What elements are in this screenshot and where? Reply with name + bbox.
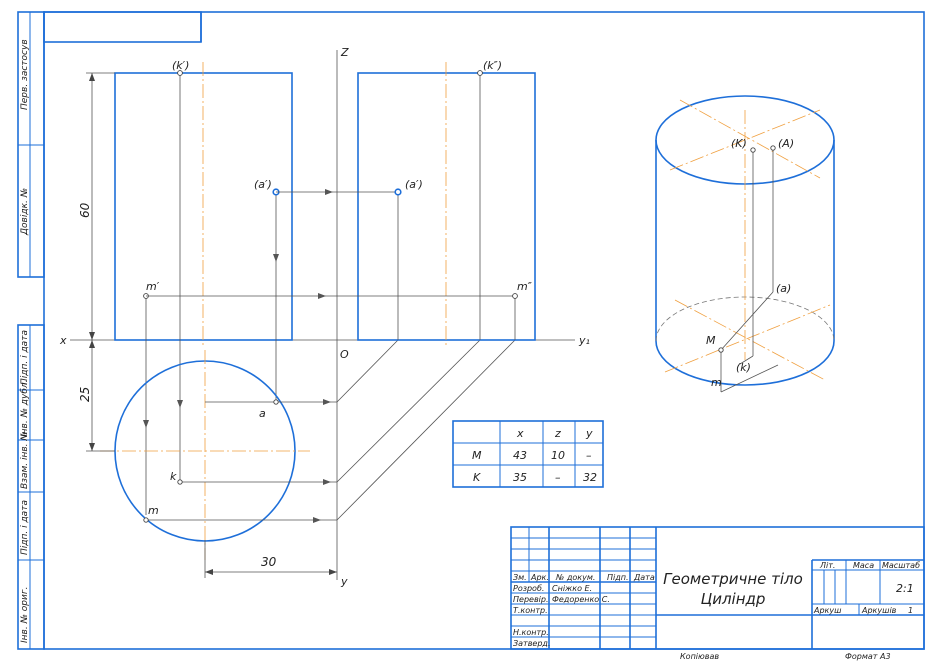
title-col-header: Підп. — [607, 573, 629, 582]
dimension-width: 30 — [261, 555, 277, 569]
side-stamp-label: Інв. № дубл. — [20, 380, 30, 438]
axis-z-label: Z — [340, 46, 349, 59]
table-cell: 43 — [513, 449, 527, 462]
format-label: Формат — [845, 652, 878, 661]
coordinates-table: x z y M 43 10 – K 35 – 32 — [452, 420, 604, 488]
sheets-count: 1 — [908, 606, 913, 615]
isometric-cylinder: (K) (A) (a) M (k) m — [655, 95, 835, 393]
side-stamp-label: Довідк. № — [20, 188, 30, 236]
iso-label-m: m — [711, 376, 722, 389]
point-label-m2: m′ — [146, 280, 160, 293]
projection-axes: x Z y₁ y O — [59, 46, 590, 588]
title-col-header: Зм. — [513, 573, 527, 582]
point-label-m1: m — [148, 504, 159, 517]
side-stamp-label: Підп. і дата — [20, 330, 30, 385]
title-col-header: Дата — [633, 573, 655, 582]
title-name: Федоренко С. — [552, 595, 610, 604]
iso-label-A: (A) — [778, 137, 794, 150]
table-cell: K — [473, 471, 481, 484]
table-cell: M — [472, 449, 482, 462]
iso-label-M: M — [706, 334, 716, 347]
side-stamp-label: Перв. застосув — [20, 39, 30, 110]
scale-label: Масштаб — [882, 561, 920, 570]
dimension-height: 60 — [78, 202, 92, 218]
scale-value: 2:1 — [896, 582, 914, 595]
table-header-z: z — [554, 427, 561, 440]
table-cell: – — [555, 471, 561, 484]
copied-label: Копіював — [680, 652, 719, 661]
point-label-a3: (a′) — [405, 178, 423, 191]
title-role: Розроб. — [513, 584, 544, 593]
top-view: a k m — [100, 350, 337, 560]
mass-label: Маса — [853, 561, 874, 570]
drawing-title-line2: Циліндр — [701, 590, 766, 608]
table-cell: – — [586, 449, 592, 462]
axis-y-label: y — [340, 575, 348, 588]
frontal-view: (k′) (a′) m′ — [114, 59, 293, 515]
iso-label-k: (k) — [736, 361, 751, 374]
table-header-y: y — [585, 427, 593, 440]
title-col-header: Арк. — [530, 573, 549, 582]
origin-label: O — [340, 348, 349, 361]
table-cell: 32 — [583, 471, 597, 484]
side-stamp-label: Взам. інв. № — [20, 431, 30, 489]
title-role: Т.контр. — [513, 606, 548, 615]
point-label-a2: (a′) — [254, 178, 272, 191]
axis-y1-label: y₁ — [578, 334, 590, 347]
axis-x-label: x — [59, 334, 67, 347]
point-label-k2: (k′) — [172, 59, 189, 72]
sheet-label: Аркуш — [813, 606, 842, 615]
sheet-frame — [43, 11, 925, 650]
point-label-m3: m″ — [517, 280, 533, 293]
title-role: Н.контр. — [513, 628, 549, 637]
format-value: А3 — [879, 652, 891, 661]
side-stamp-label: Інв. № ориг. — [20, 587, 30, 643]
lit-label: Літ. — [819, 561, 835, 570]
drawing-title-line1: Геометричне тіло — [663, 570, 803, 588]
title-block: Зм. Арк. № докум. Підп. Дата Розроб. Сні… — [510, 526, 925, 661]
table-header-x: x — [516, 427, 524, 440]
iso-label-a: (a) — [776, 282, 791, 295]
title-col-header: № докум. — [555, 573, 595, 582]
dimensions: 60 25 30 — [78, 72, 337, 578]
iso-label-K: (K) — [731, 137, 747, 150]
side-stamp: Перв. застосув Довідк. № Підп. і дата Ін… — [17, 11, 45, 650]
point-label-a1: a — [259, 407, 266, 420]
dimension-offset: 25 — [78, 387, 92, 402]
point-label-k3: (k″) — [483, 59, 502, 72]
point-label-k1: k — [170, 470, 177, 483]
side-stamp-label: Підп. і дата — [20, 500, 30, 555]
sheets-label: Аркушів — [861, 606, 897, 615]
title-name: Сніжко Е. — [552, 584, 592, 593]
table-cell: 35 — [513, 471, 527, 484]
title-role: Затверд. — [513, 639, 550, 648]
table-cell: 10 — [551, 449, 565, 462]
title-role: Перевір. — [513, 595, 549, 604]
profile-view: (k″) (a′) m″ — [146, 59, 536, 345]
